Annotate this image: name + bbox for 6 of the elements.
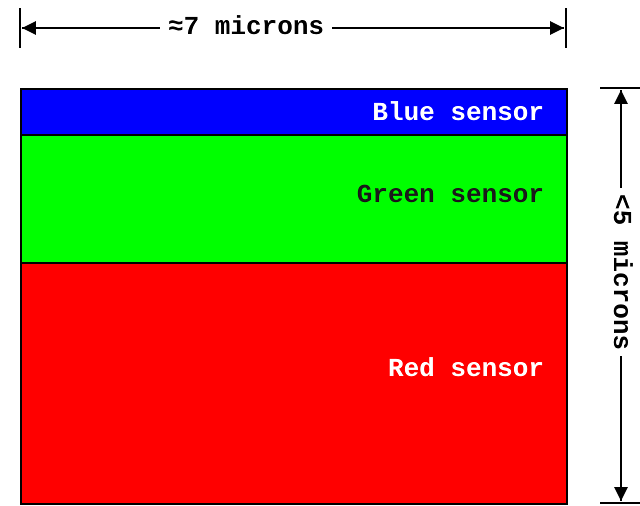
sensor-layer [20, 134, 568, 264]
layer-label: Green sensor [356, 180, 544, 210]
layer-label: Red sensor [388, 354, 544, 384]
sensor-layer [20, 262, 568, 505]
sensor-layer [20, 88, 568, 136]
layer-label: Blue sensor [372, 98, 544, 128]
